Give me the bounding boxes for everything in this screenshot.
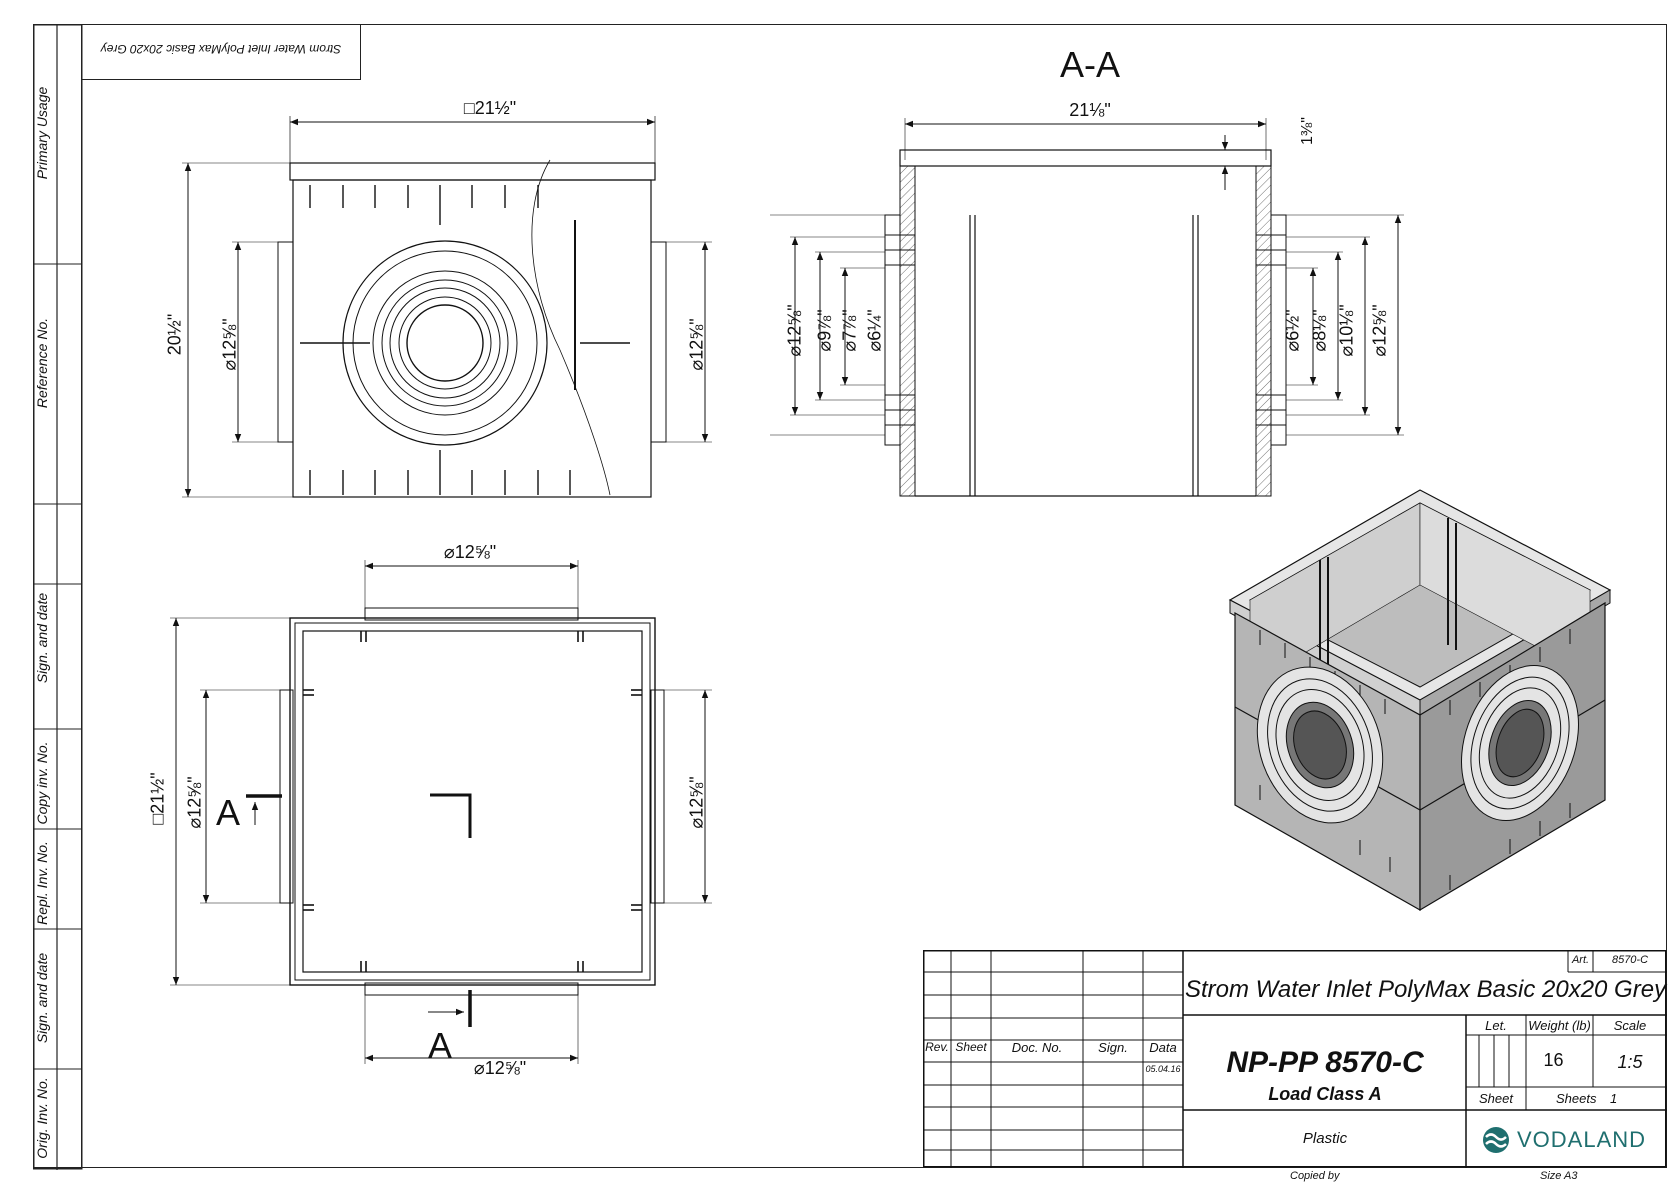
dim-plan-height: □21½" <box>147 772 168 825</box>
part-number: NP-PP 8570-C <box>1226 1046 1424 1079</box>
product-title: Strom Water Inlet PolyMax Basic 20x20 Gr… <box>1185 976 1667 1003</box>
dim-plan-right-pipe: ⌀12⅝" <box>686 776 707 829</box>
front-view <box>182 116 712 498</box>
brand-wave-icon <box>1483 1127 1509 1153</box>
section-title: A-A <box>1059 44 1120 85</box>
dim-sec-width: 21⅛" <box>1069 100 1111 120</box>
dim-sec-right-0: ⌀6½" <box>1282 309 1303 352</box>
dim-top-right-pipe: ⌀12⅝" <box>686 318 707 371</box>
dim-sec-right-1: ⌀8⅛" <box>1309 309 1330 352</box>
side-label-repl-inv: Repl. Inv. No. <box>34 841 50 925</box>
title-block: Art. 8570-C Strom Water Inlet PolyMax Ba… <box>923 950 1667 1168</box>
dim-sec-left-1: ⌀9⅞" <box>814 309 835 352</box>
dim-plan-top: ⌀12⅝" <box>443 542 497 562</box>
load-class: Load Class A <box>1268 1084 1382 1104</box>
side-label-orig-inv: Orig. Inv. No. <box>34 1077 50 1159</box>
art-label: Art. <box>1571 954 1590 966</box>
material: Plastic <box>1302 1130 1348 1147</box>
sheet-label: Sheet <box>1479 1091 1513 1106</box>
sheets-value: 1 <box>1610 1091 1618 1106</box>
data-label: Data <box>1149 1040 1177 1055</box>
section-view <box>770 118 1404 497</box>
dim-sec-right-2: ⌀10⅛" <box>1336 304 1357 357</box>
dim-top-width: □21½" <box>463 98 517 118</box>
dim-plan-bottom: ⌀12⅝" <box>473 1058 527 1078</box>
mirrored-title-box: Strom Water Inlet PolyMax Basic 20x20 Gr… <box>81 24 361 80</box>
docno-label: Doc. No. <box>1011 1040 1063 1055</box>
dim-sec-right-3: ⌀12⅝" <box>1369 304 1390 357</box>
side-label-sign-date-2: Sign. and date <box>34 952 50 1044</box>
isometric-view <box>1228 489 1612 912</box>
side-label-primary-usage: Primary Usage <box>34 86 50 180</box>
dim-top-left-pipe: ⌀12⅝" <box>219 318 240 371</box>
rev-label: Rev. <box>925 1040 949 1054</box>
date-value: 05.04.16 <box>1145 1064 1181 1074</box>
sheet-col-label: Sheet <box>955 1040 987 1054</box>
dim-sec-rim: 1⅜" <box>1299 117 1316 145</box>
sheets-label: Sheets <box>1556 1091 1597 1106</box>
sign-label: Sign. <box>1098 1040 1128 1055</box>
section-marker-bottom: A <box>428 1025 453 1066</box>
side-label-sign-date-1: Sign. and date <box>34 592 50 684</box>
art-value: 8570-C <box>1611 954 1649 966</box>
dim-top-height: 20½" <box>164 313 185 356</box>
plan-view <box>170 560 712 1064</box>
dim-plan-left-pipe: ⌀12⅝" <box>184 776 205 829</box>
side-label-column <box>33 24 83 1170</box>
brand-logo: VODALAND <box>1481 1125 1661 1155</box>
scale-value: 1:5 <box>1617 1052 1643 1072</box>
mirrored-title: Strom Water Inlet PolyMax Basic 20x20 Gr… <box>100 42 342 56</box>
weight-label: Weight (lb) <box>1528 1018 1591 1033</box>
section-marker-left: A <box>216 792 241 833</box>
dim-sec-left-0: ⌀12⅝" <box>784 304 805 357</box>
dim-sec-left-2: ⌀7⅞" <box>839 309 860 352</box>
brand-name: VODALAND <box>1517 1127 1647 1152</box>
scale-label: Scale <box>1613 1018 1647 1033</box>
size-label: Size A3 <box>1540 1170 1578 1182</box>
weight-value: 16 <box>1543 1050 1564 1070</box>
copied-by: Copied by <box>1290 1170 1340 1182</box>
dim-sec-left-3: ⌀6¼" <box>864 309 885 352</box>
let-label: Let. <box>1485 1018 1507 1033</box>
side-label-reference-no: Reference No. <box>34 317 50 409</box>
